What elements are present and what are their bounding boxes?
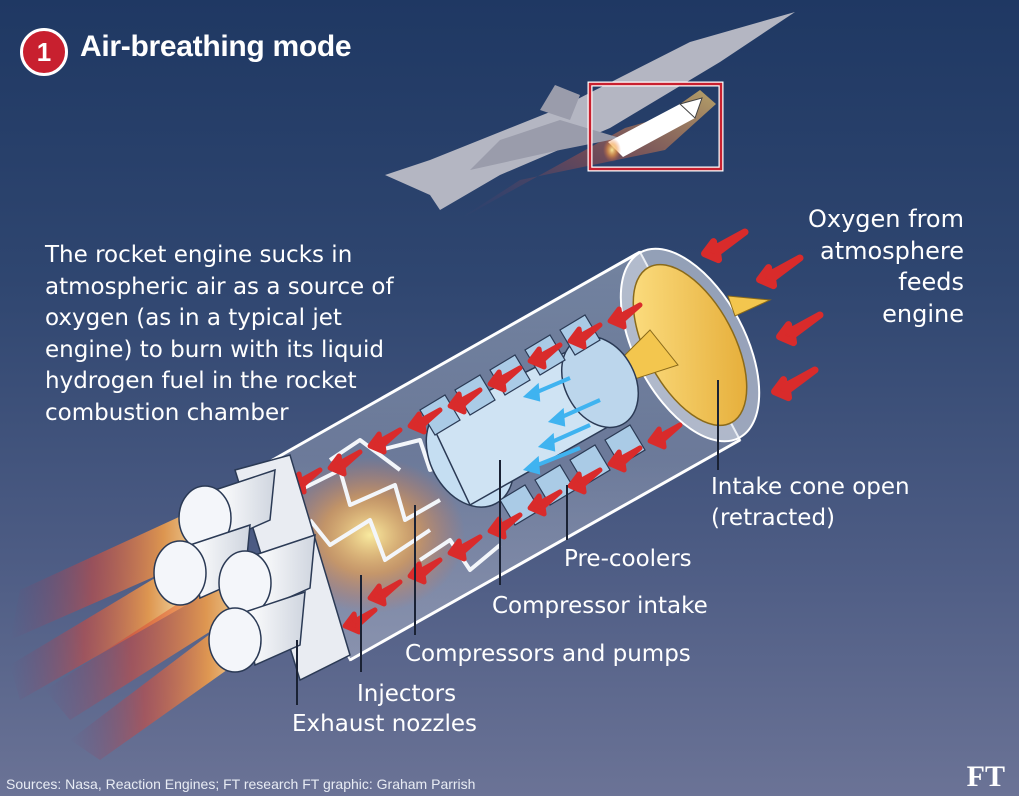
oxygen-arrow xyxy=(771,366,819,402)
mini-engine-glow xyxy=(603,138,621,162)
label-compressors-pumps: Compressors and pumps xyxy=(405,641,691,667)
plumbing xyxy=(299,438,502,572)
label-exhaust-nozzles: Exhaust nozzles xyxy=(292,711,478,737)
oxygen-arrow xyxy=(367,427,403,455)
oxygen-arrow xyxy=(607,445,643,473)
oxygen-arrow xyxy=(447,534,483,562)
leader-lines xyxy=(296,380,719,705)
label-compressor-intake: Compressor intake xyxy=(492,593,708,619)
mini-engine-body xyxy=(608,104,695,157)
oxygen-arrow xyxy=(527,489,563,517)
oxygen-arrow xyxy=(756,254,804,290)
oxygen-arrow xyxy=(447,387,483,415)
plane-wing xyxy=(470,120,620,170)
oxygen-arrow xyxy=(647,422,683,450)
oxygen-arrow xyxy=(607,302,643,330)
engine-highlight xyxy=(587,81,724,172)
mini-engine-cone xyxy=(679,97,703,119)
oxygen-label: Oxygen from atmosphere feeds engine xyxy=(808,205,964,328)
oxygen-arrow xyxy=(567,467,603,495)
exhaust-flames xyxy=(10,505,260,760)
oxygen-arrow xyxy=(487,365,523,393)
step-badge: 1 xyxy=(20,28,68,76)
label-injectors: Injectors xyxy=(357,681,457,707)
plane-fin xyxy=(540,85,580,120)
page-title: Air-breathing mode xyxy=(80,30,352,63)
oxygen-arrow xyxy=(527,342,563,370)
oxygen-arrow xyxy=(776,311,824,347)
label-intake-cone: Intake cone open (retracted) xyxy=(711,474,910,531)
intake-cone-tip xyxy=(727,295,772,317)
nozzle-4 xyxy=(208,590,306,673)
oxygen-arrow xyxy=(407,407,443,435)
nozzle-1 xyxy=(178,468,276,551)
oxygen-arrow xyxy=(327,449,363,477)
label-pre-coolers: Pre-coolers xyxy=(564,546,692,572)
engine-body xyxy=(253,247,772,662)
description-text: The rocket engine sucks in atmospheric a… xyxy=(45,242,394,426)
compressor-assembly xyxy=(419,314,646,526)
oxygen-arrow xyxy=(367,579,403,607)
nozzle-3 xyxy=(218,533,316,616)
sources-credit: Sources: Nasa, Reaction Engines; FT rese… xyxy=(6,776,476,792)
oxygen-inflow-arrows xyxy=(287,228,824,635)
exhaust-nozzle-cluster xyxy=(153,454,351,682)
air-flow-arrows xyxy=(522,376,601,475)
ft-logo: FT xyxy=(966,760,1005,793)
oxygen-arrow xyxy=(701,228,749,264)
oxygen-arrow xyxy=(407,557,443,585)
oxygen-arrow xyxy=(567,322,603,350)
